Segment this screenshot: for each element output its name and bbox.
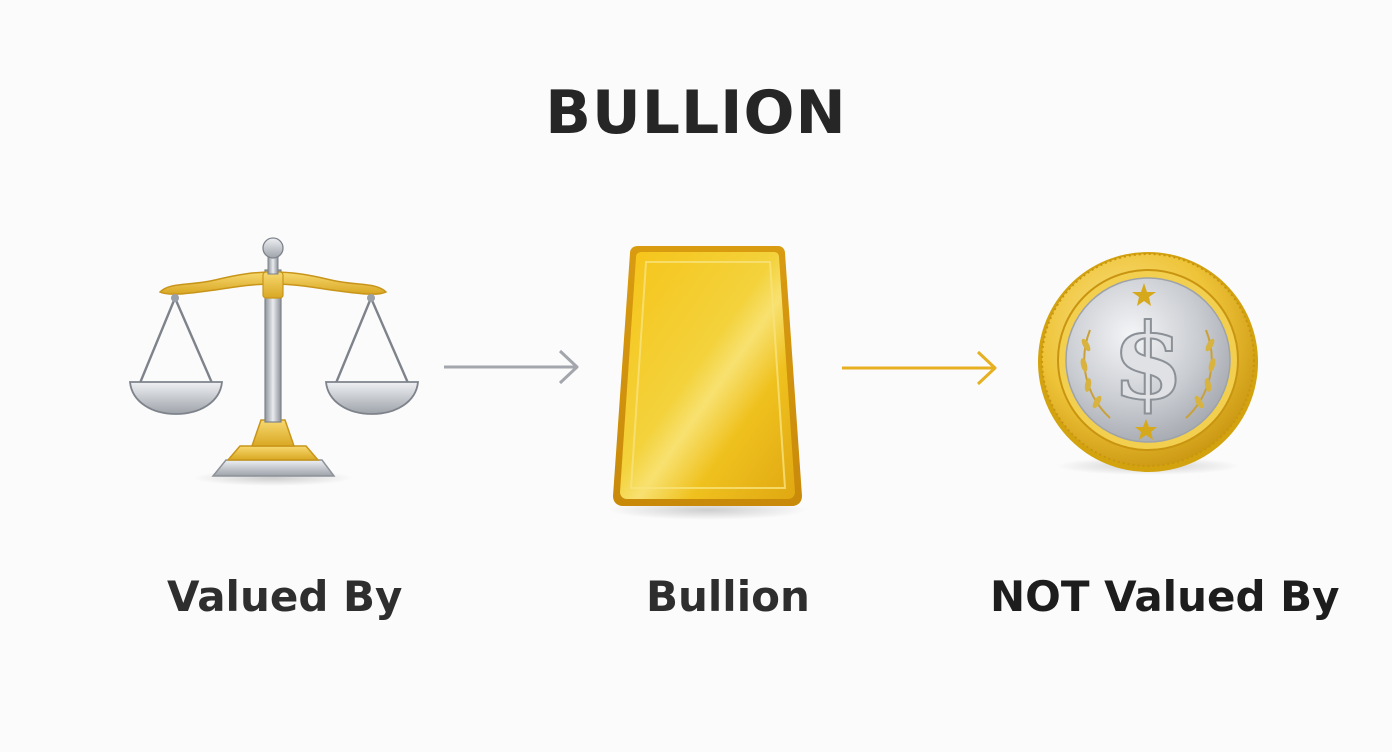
arrow-to-coin <box>842 350 997 386</box>
label-bullion: Bullion <box>646 572 810 621</box>
diagram-title: BULLION <box>545 78 847 148</box>
label-not-valued-by: NOT Valued By <box>990 572 1340 621</box>
arrow-to-bullion <box>444 349 579 385</box>
gold-bar-icon <box>608 246 808 520</box>
label-valued-by: Valued By <box>167 572 403 621</box>
silver-dollar-coin-icon: $ <box>1038 252 1258 475</box>
balance-scale-icon <box>129 237 419 486</box>
coin-dollar-symbol: $ <box>1112 300 1184 423</box>
